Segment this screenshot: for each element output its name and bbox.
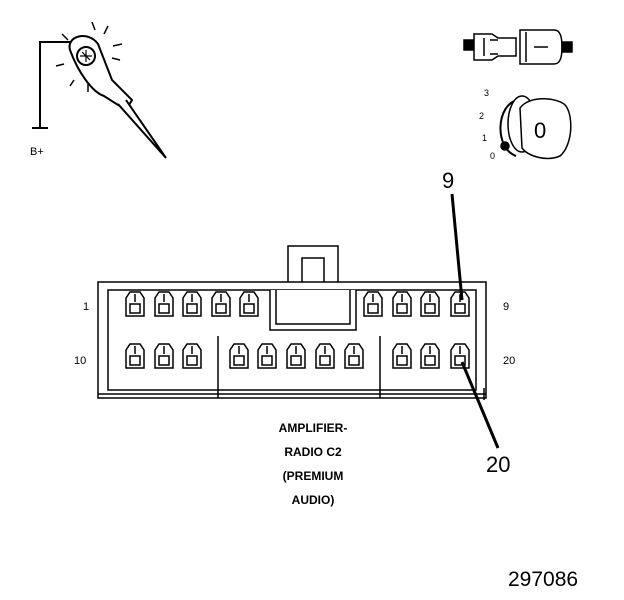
- caption-line-3: (PREMIUM: [283, 469, 344, 483]
- pin-cavity-16: [315, 343, 335, 369]
- pin-cavity-15: [286, 343, 306, 369]
- caption-line-1: AMPLIFIER-: [279, 421, 348, 435]
- pin-cavity-19: [420, 343, 440, 369]
- pin-cavity-6: [363, 291, 383, 317]
- pin-row-1: [125, 291, 470, 317]
- pin-label-9: 9: [503, 301, 509, 313]
- callout-20-leader: [460, 361, 500, 449]
- pin-row-2: [125, 343, 470, 369]
- pin-cavity-3: [182, 291, 202, 317]
- key-position-2: 2: [479, 111, 484, 121]
- key-position-0: 0: [490, 151, 495, 161]
- key-position-1: 1: [482, 133, 487, 143]
- caption-line-2: RADIO C2: [284, 445, 342, 459]
- b-plus-label: B+: [30, 146, 44, 158]
- test-light-probe-icon: [32, 21, 167, 159]
- pin-cavity-2: [154, 291, 174, 317]
- pin-cavity-8: [420, 291, 440, 317]
- connector-plug-icon: [463, 29, 573, 65]
- callout-9: 9: [442, 168, 454, 193]
- pin-cavity-1: [125, 291, 145, 317]
- pin-cavity-11: [154, 343, 174, 369]
- pin-label-10: 10: [74, 355, 86, 367]
- connector-c2-body: [97, 245, 487, 400]
- pin-cavity-18: [392, 343, 412, 369]
- ignition-key-icon: [499, 95, 572, 160]
- pin-cavity-4: [211, 291, 231, 317]
- caption-line-4: AUDIO): [292, 493, 335, 507]
- pin-label-20: 20: [503, 355, 515, 367]
- key-face-label: 0: [534, 118, 546, 143]
- figure-number: 297086: [508, 568, 578, 591]
- callout-9-leader: [450, 193, 464, 301]
- callout-20: 20: [486, 452, 510, 477]
- pin-cavity-17: [344, 343, 364, 369]
- key-position-3: 3: [484, 88, 489, 98]
- pin-cavity-10: [125, 343, 145, 369]
- pin-cavity-20: [450, 343, 470, 369]
- pin-cavity-13: [229, 343, 249, 369]
- pin-label-1: 1: [83, 301, 89, 313]
- pin-cavity-7: [392, 291, 412, 317]
- pin-cavity-12: [182, 343, 202, 369]
- pin-cavity-5: [239, 291, 259, 317]
- pin-cavity-14: [257, 343, 277, 369]
- pin-cavity-9: [450, 291, 470, 317]
